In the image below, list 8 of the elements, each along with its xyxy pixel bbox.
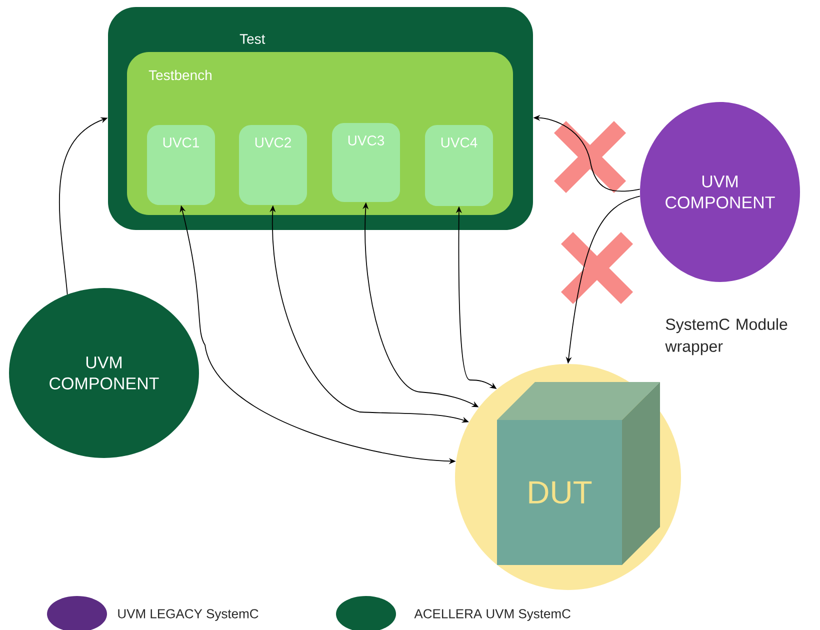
- uvc-box: UVC4: [425, 125, 493, 206]
- uvc-box: UVC1: [147, 125, 215, 205]
- dut-cube: DUT: [497, 382, 660, 565]
- wrapper-label: SystemC Module wrapper: [665, 318, 788, 356]
- uvc-box: UVC3: [332, 123, 400, 202]
- legend-label: UVM LEGACY SystemC: [118, 609, 258, 621]
- legend-label: ACELLERA UVM SystemC: [414, 609, 570, 621]
- uvc-box: UVC2: [239, 125, 307, 205]
